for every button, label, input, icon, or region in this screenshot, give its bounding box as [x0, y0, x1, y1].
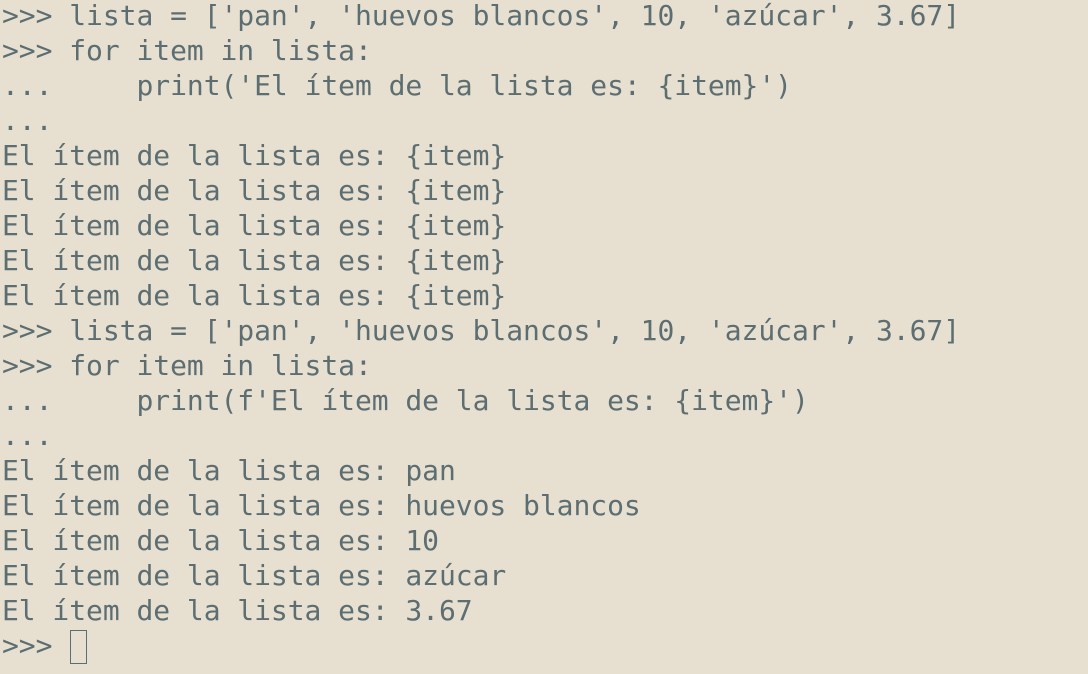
terminal-line: El ítem de la lista es: {item} — [2, 174, 507, 207]
terminal-line: El ítem de la lista es: 10 — [2, 524, 439, 557]
terminal-line: ... — [2, 104, 53, 137]
terminal-line: ... print(f'El ítem de la lista es: {ite… — [2, 384, 809, 417]
terminal-line: ... — [2, 419, 53, 452]
terminal-line: El ítem de la lista es: azúcar — [2, 559, 507, 592]
terminal-line: El ítem de la lista es: {item} — [2, 244, 507, 277]
terminal-line: >>> lista = ['pan', 'huevos blancos', 10… — [2, 314, 961, 347]
terminal-line: El ítem de la lista es: 3.67 — [2, 594, 473, 627]
terminal-line: >>> for item in lista: — [2, 349, 372, 382]
terminal-line: >>> for item in lista: — [2, 34, 372, 67]
terminal-line: El ítem de la lista es: huevos blancos — [2, 489, 641, 522]
prompt-line[interactable]: >>> — [2, 630, 1088, 665]
terminal-line: El ítem de la lista es: pan — [2, 454, 456, 487]
terminal-line: El ítem de la lista es: {item} — [2, 209, 507, 242]
cursor[interactable] — [70, 630, 88, 664]
terminal-line: >>> lista = ['pan', 'huevos blancos', 10… — [2, 0, 961, 32]
terminal-line: El ítem de la lista es: {item} — [2, 139, 507, 172]
terminal-line: El ítem de la lista es: {item} — [2, 279, 507, 312]
terminal-line: ... print('El ítem de la lista es: {item… — [2, 69, 792, 102]
prompt: >>> — [2, 629, 70, 662]
